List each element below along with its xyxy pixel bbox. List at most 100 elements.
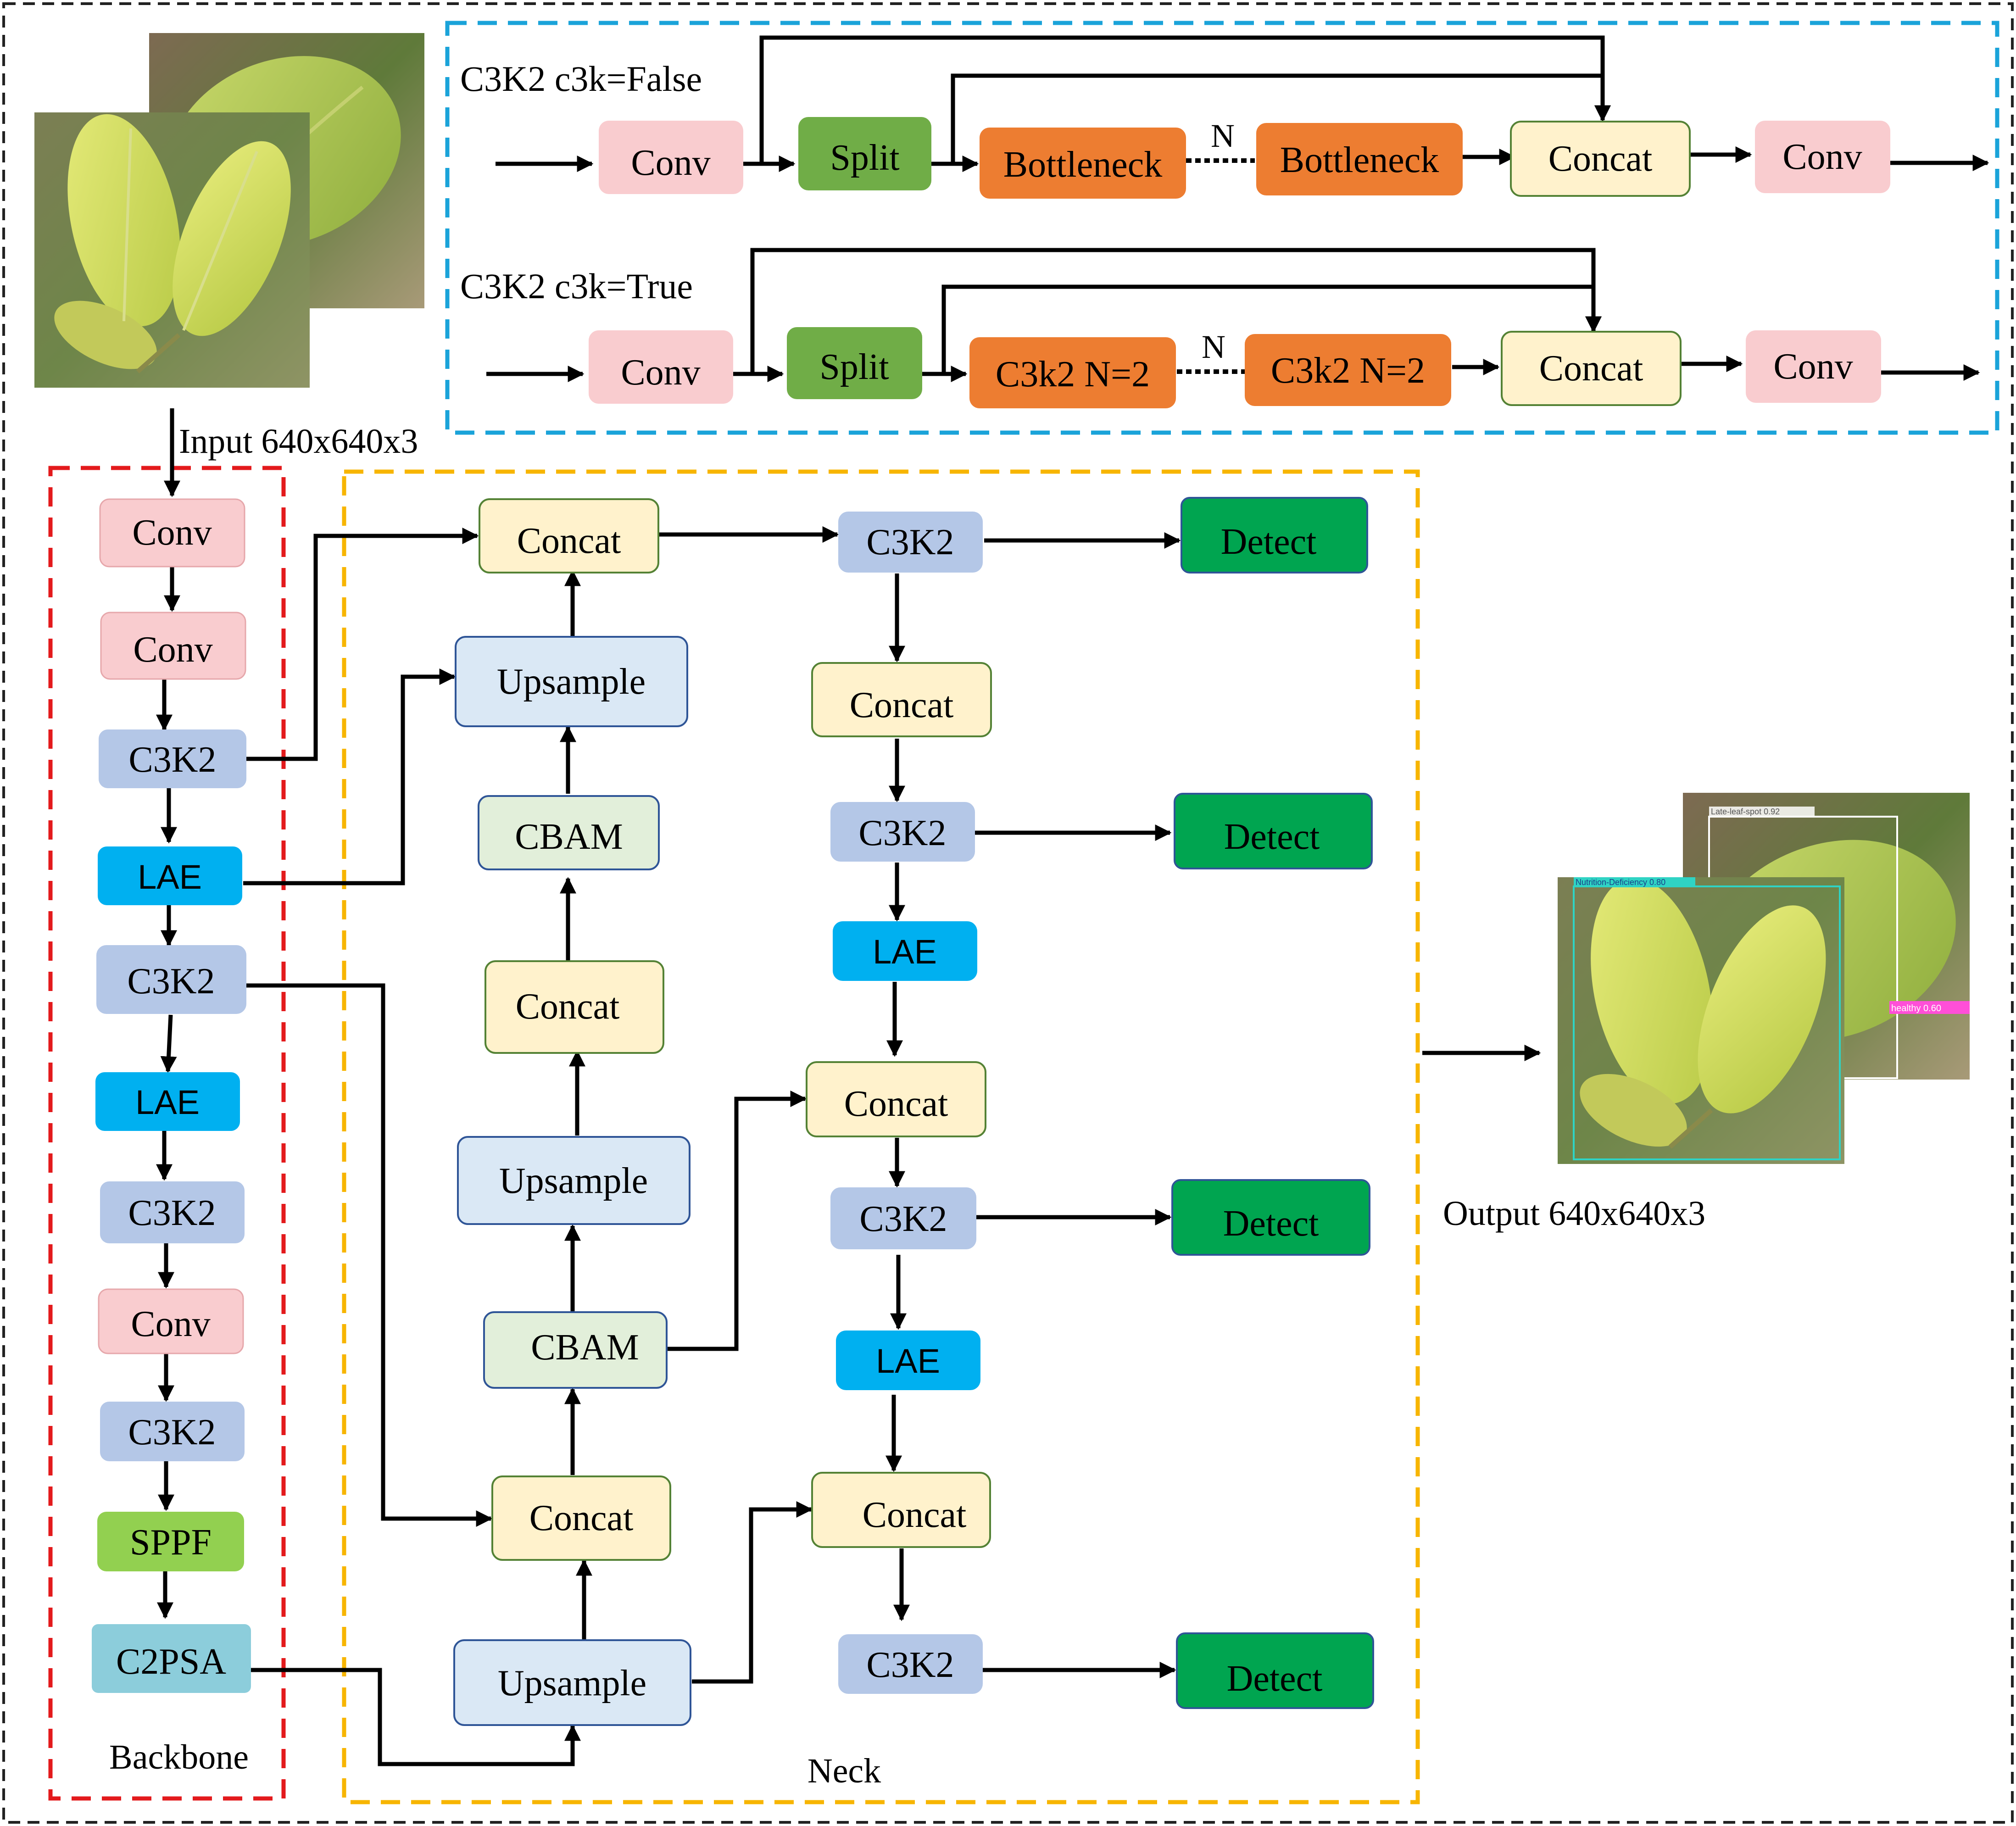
svg-text:C3K2: C3K2 (859, 1199, 947, 1239)
svg-text:Conv: Conv (631, 143, 710, 183)
backbone-conv-3: Conv (98, 1288, 244, 1354)
svg-text:Conv: Conv (132, 512, 212, 553)
neck-concat-right-3: Concat (811, 1472, 991, 1548)
svg-text:Detect: Detect (1223, 1203, 1319, 1244)
c3k2-false-conv-out: Conv (1755, 121, 1890, 193)
svg-text:C3K2: C3K2 (128, 1193, 216, 1233)
n-label-bottom: N (1202, 328, 1225, 365)
detect-head-1: Detect (1181, 497, 1368, 573)
detect-head-4: Detect (1176, 1632, 1374, 1709)
svg-text:LAE: LAE (873, 933, 937, 971)
backbone-frame (48, 466, 286, 1801)
neck-upsample-2: Upsample (457, 1136, 691, 1225)
svg-text:C3K2: C3K2 (127, 961, 215, 1002)
svg-text:Detect: Detect (1224, 817, 1320, 857)
c3k2-false-bottleneck-1: Bottleneck (980, 128, 1186, 199)
detection-label-late-leaf-spot: Late-leaf-spot 0.92 (1711, 807, 1780, 816)
backbone-c3k2-2: C3K2 (96, 945, 246, 1014)
backbone-lae-1: LAE (98, 846, 242, 905)
svg-text:CBAM: CBAM (515, 817, 623, 857)
detection-label-healthy: healthy 0.60 (1891, 1003, 1941, 1013)
connectors (156, 35, 1989, 1766)
n-label-top: N (1211, 117, 1235, 154)
c3k2-true-conv-in: Conv (589, 330, 733, 404)
backbone-lae-2: LAE (95, 1072, 240, 1131)
neck-c3k2-2: C3K2 (830, 802, 975, 862)
detect-head-2: Detect (1174, 793, 1373, 869)
svg-text:C3K2: C3K2 (866, 522, 954, 562)
c3k2-false-conv-in: Conv (599, 121, 743, 194)
input-label: Input 640x640x3 (179, 422, 418, 461)
output-image-front: Nutrition-Deficiency 0.80 (1558, 877, 1844, 1164)
svg-text:Detect: Detect (1221, 522, 1317, 562)
backbone-conv-1: Conv (99, 498, 245, 568)
svg-text:LAE: LAE (138, 858, 202, 896)
svg-text:CBAM: CBAM (531, 1327, 639, 1368)
backbone-c3k2-4: C3K2 (100, 1402, 245, 1461)
c3k2-false-title: C3K2 c3k=False (460, 59, 702, 99)
svg-text:Concat: Concat (1548, 139, 1653, 179)
neck-concat-right-2: Concat (806, 1061, 986, 1137)
svg-text:Detect: Detect (1227, 1659, 1323, 1699)
backbone-conv-2: Conv (100, 612, 246, 680)
svg-text:Concat: Concat (863, 1495, 967, 1535)
svg-text:C3k2 N=2: C3k2 N=2 (1271, 351, 1425, 391)
neck-concat-right-1: Concat (811, 662, 992, 737)
c3k2-true-c3k2-n2-1: C3k2 N=2 (969, 337, 1176, 408)
svg-text:SPPF: SPPF (130, 1522, 212, 1563)
svg-text:Bottleneck: Bottleneck (1280, 140, 1439, 180)
neck-concat-2: Concat (485, 960, 664, 1054)
neck-upsample-3: Upsample (453, 1639, 691, 1726)
backbone-c3k2-3: C3K2 (100, 1181, 245, 1243)
neck-concat-top: Concat (479, 498, 659, 573)
neck-c3k2-top: C3K2 (838, 512, 983, 573)
output-image-stack: Late-leaf-spot 0.92 healthy 0.60 Nutriti… (1558, 793, 1970, 1164)
svg-text:Split: Split (819, 347, 889, 387)
svg-text:Concat: Concat (844, 1084, 948, 1124)
svg-text:Concat: Concat (850, 685, 954, 725)
svg-text:Conv: Conv (131, 1304, 210, 1344)
svg-text:Conv: Conv (133, 629, 212, 670)
svg-text:C3K2: C3K2 (858, 813, 946, 853)
svg-text:Conv: Conv (621, 352, 700, 393)
c3k2-false-split: Split (798, 117, 931, 190)
svg-text:C3K2: C3K2 (128, 1412, 216, 1453)
svg-text:Concat: Concat (1539, 348, 1643, 389)
svg-text:Conv: Conv (1773, 346, 1853, 387)
c3k2-detail-frame (445, 21, 1999, 435)
neck-lae-2: LAE (836, 1331, 980, 1390)
svg-text:Bottleneck: Bottleneck (1003, 145, 1163, 185)
svg-text:Upsample: Upsample (498, 1663, 646, 1704)
detection-label-nutrition-deficiency: Nutrition-Deficiency 0.80 (1576, 878, 1665, 887)
c3k2-true-concat: Concat (1501, 331, 1682, 406)
svg-text:C2PSA: C2PSA (116, 1642, 226, 1682)
svg-text:Upsample: Upsample (497, 662, 646, 702)
input-image-front (34, 112, 310, 388)
svg-text:Upsample: Upsample (499, 1161, 648, 1201)
neck-label: Neck (808, 1752, 881, 1790)
output-label: Output 640x640x3 (1443, 1194, 1705, 1233)
svg-text:Split: Split (830, 138, 899, 178)
c3k2-true-conv-out: Conv (1746, 330, 1881, 403)
svg-text:LAE: LAE (876, 1342, 940, 1380)
neck-frame (342, 469, 1420, 1804)
backbone-sppf: SPPF (97, 1512, 244, 1571)
svg-text:C3K2: C3K2 (128, 740, 216, 780)
detect-head-3: Detect (1171, 1179, 1370, 1256)
svg-text:Conv: Conv (1782, 137, 1862, 177)
backbone-label: Backbone (109, 1738, 249, 1776)
svg-text:C3K2: C3K2 (866, 1645, 954, 1685)
backbone-c2psa: C2PSA (92, 1624, 251, 1693)
c3k2-true-c3k2-n2-2: C3k2 N=2 (1245, 334, 1451, 406)
svg-text:Concat: Concat (517, 521, 621, 561)
input-image-stack (34, 33, 424, 388)
neck-lae-1: LAE (833, 921, 977, 981)
blocks: Conv Split Bottleneck Bottleneck Concat … (92, 117, 1890, 1726)
svg-text:LAE: LAE (135, 1083, 200, 1121)
c3k2-true-title: C3K2 c3k=True (460, 266, 693, 306)
svg-text:Concat: Concat (516, 986, 620, 1027)
svg-text:C3k2 N=2: C3k2 N=2 (996, 354, 1150, 395)
svg-text:Concat: Concat (529, 1498, 634, 1538)
